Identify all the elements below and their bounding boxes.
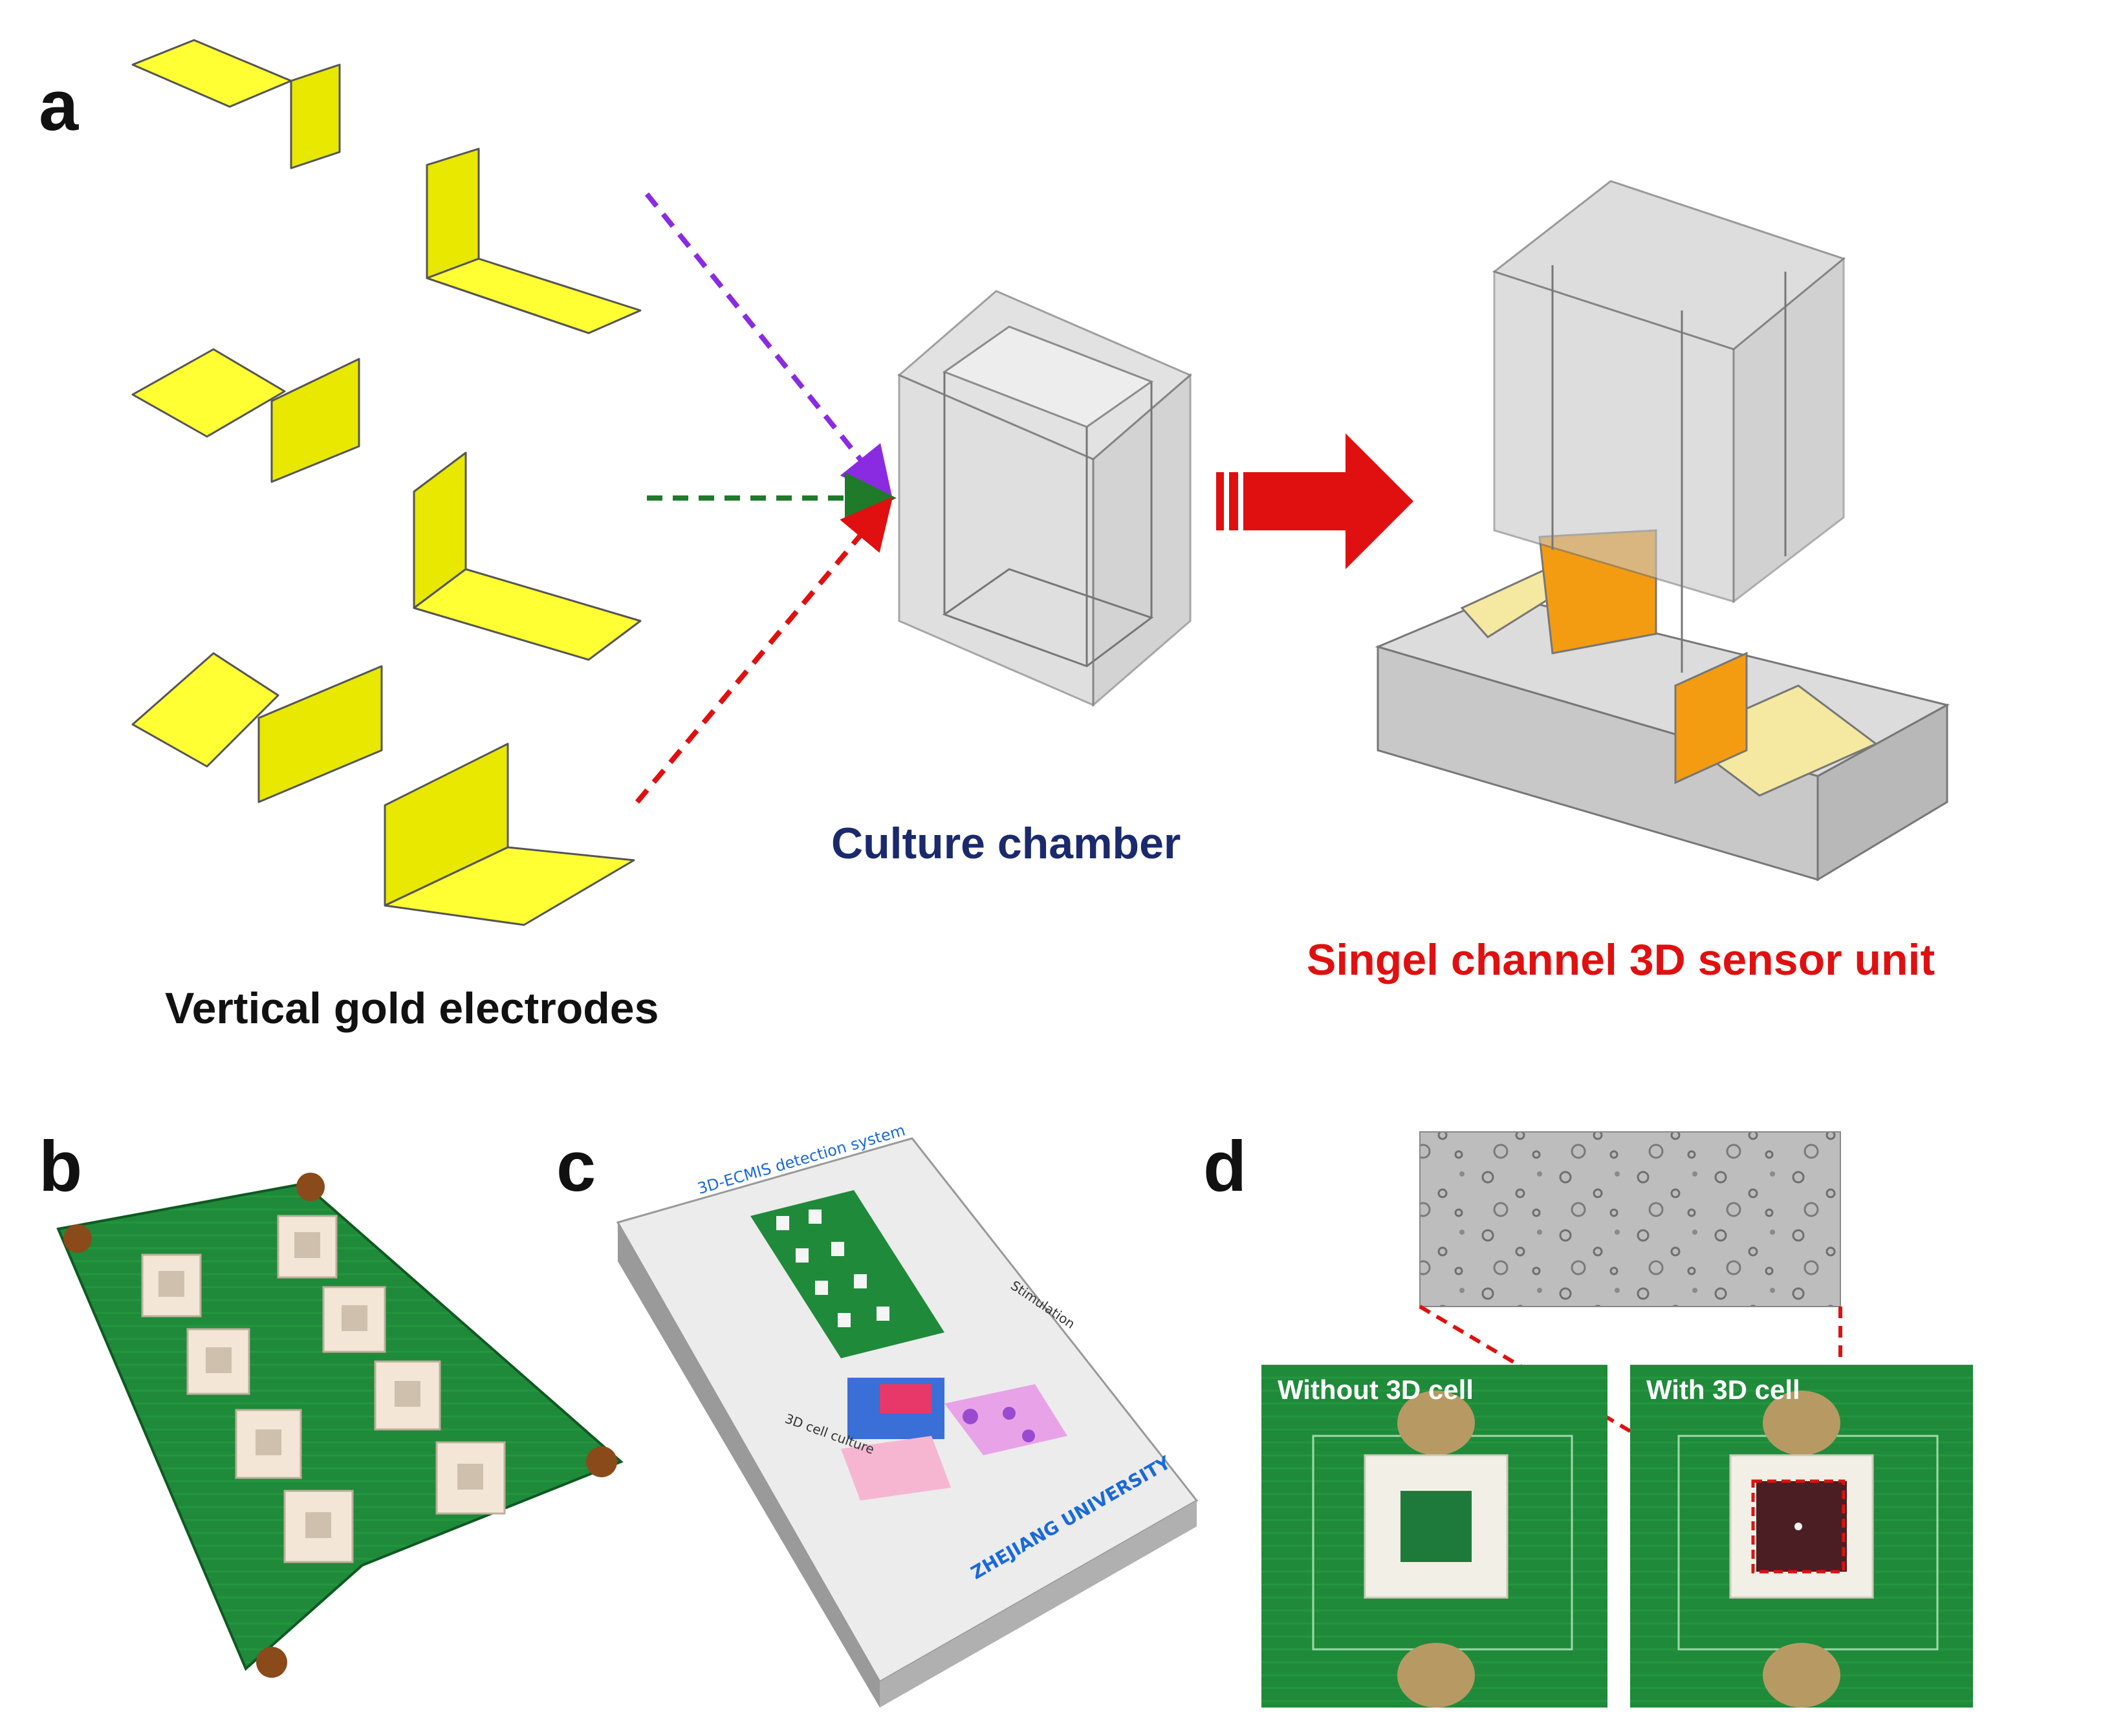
electrode-1 [131, 39, 341, 169]
label-without-cell: Without 3D cell [1278, 1374, 1474, 1405]
panel-label-c: c [556, 1127, 596, 1206]
electrode-3 [131, 348, 360, 483]
caption-electrodes: Vertical gold electrodes [165, 984, 659, 1033]
arrow-red-dashed [635, 496, 893, 804]
detection-box-c [616, 1137, 1199, 1708]
panel-d [1261, 1131, 1973, 1708]
electrode-4 [413, 451, 642, 661]
panel-label-d: d [1203, 1127, 1247, 1206]
electrode-5 [131, 652, 383, 803]
pcb-board-b [56, 1173, 624, 1678]
arrow-purple [644, 192, 893, 500]
caption-chamber: Culture chamber [831, 819, 1181, 868]
sensor-unit [1375, 180, 1950, 882]
electrode-2 [426, 147, 642, 334]
electrode-6 [384, 743, 635, 926]
panel-label-a: a [39, 66, 79, 146]
arrow-red-big [1216, 433, 1413, 569]
label-with-cell: With 3D cell [1646, 1374, 1800, 1405]
caption-unit: Singel channel 3D sensor unit [1307, 935, 1935, 984]
electrode-group [131, 39, 642, 926]
culture-chamber [897, 290, 1192, 708]
panel-label-b: b [39, 1127, 83, 1206]
